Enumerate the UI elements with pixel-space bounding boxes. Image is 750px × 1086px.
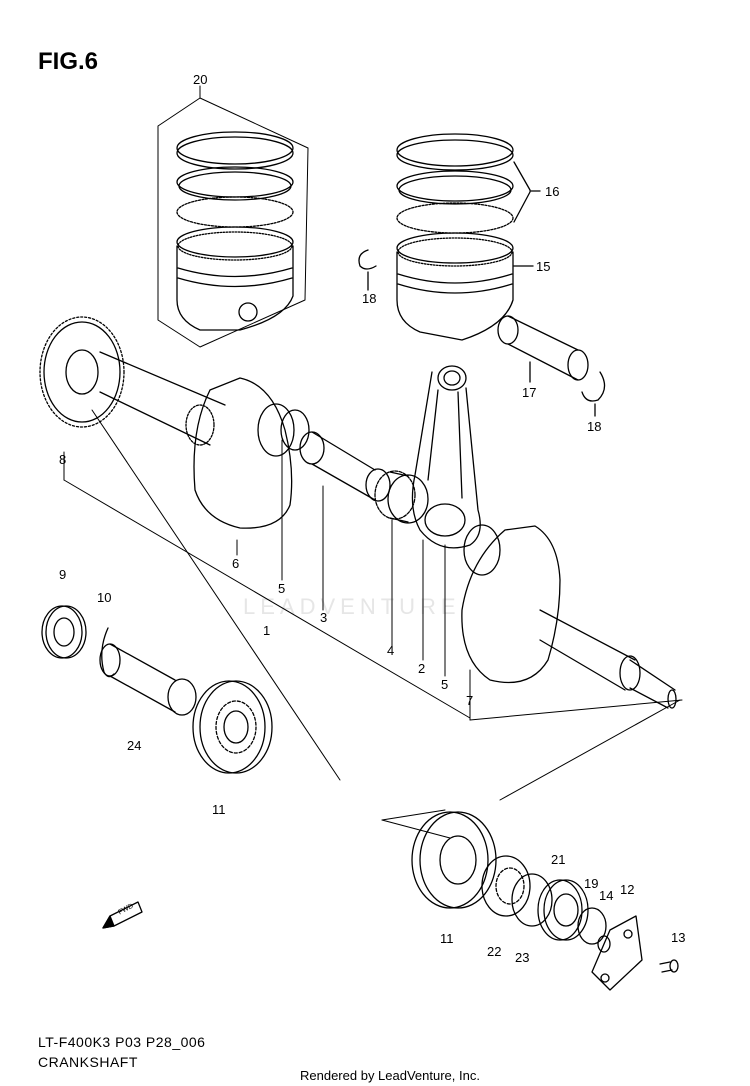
callout-12[interactable]: 12: [620, 882, 635, 897]
callout-8[interactable]: 8: [59, 452, 67, 467]
callout-9[interactable]: 9: [59, 567, 67, 582]
callout-18[interactable]: 18: [587, 419, 602, 434]
piston-15-rings-16: [358, 133, 541, 341]
callout-17[interactable]: 17: [522, 385, 537, 400]
callout-16[interactable]: 16: [545, 184, 560, 199]
callout-11[interactable]: 11: [212, 802, 226, 817]
callout-20[interactable]: 20: [193, 72, 208, 87]
callout-15[interactable]: 15: [536, 259, 551, 274]
crank-pin-3: [299, 431, 391, 502]
needle-bearing-4: [374, 470, 429, 524]
callout-24[interactable]: 24: [127, 738, 142, 753]
callout-6[interactable]: 6: [232, 556, 240, 571]
callout-10[interactable]: 10: [97, 590, 112, 605]
callout-3[interactable]: 3: [320, 610, 328, 625]
crankshaft-right-7: [461, 524, 677, 709]
callout-5[interactable]: 5: [278, 581, 286, 596]
callout-23[interactable]: 23: [515, 950, 530, 965]
callout-7[interactable]: 7: [466, 693, 474, 708]
leader-lines: [63, 409, 683, 781]
connecting-rod-2: [411, 365, 481, 549]
callout-14[interactable]: 14: [599, 888, 614, 903]
diagram-title: CRANKSHAFT: [38, 1054, 138, 1070]
callout-21[interactable]: 21: [551, 852, 566, 867]
callout-22[interactable]: 22: [487, 944, 502, 959]
crankshaft-left-8: [39, 316, 310, 529]
piston-kit-20: [157, 85, 309, 348]
piston-pin-17: [497, 315, 606, 417]
callout-11[interactable]: 11: [440, 931, 454, 946]
callout-19[interactable]: 19: [584, 876, 599, 891]
callout-1[interactable]: 1: [263, 623, 271, 638]
model-code: LT-F400K3 P03 P28_006: [38, 1034, 206, 1050]
credit-text: Rendered by LeadVenture, Inc.: [300, 1068, 480, 1083]
figure-number: FIG.6: [38, 48, 99, 75]
callout-5[interactable]: 5: [441, 677, 449, 692]
callout-4[interactable]: 4: [387, 643, 395, 658]
watermark: LEADVENTURE: [243, 594, 461, 619]
left-bearings-group: [41, 605, 273, 774]
right-bearings-group: [381, 699, 681, 991]
callout-13[interactable]: 13: [671, 930, 686, 945]
fwd-arrow-icon: [102, 901, 143, 929]
callout-2[interactable]: 2: [418, 661, 426, 676]
callout-18[interactable]: 18: [362, 291, 377, 306]
